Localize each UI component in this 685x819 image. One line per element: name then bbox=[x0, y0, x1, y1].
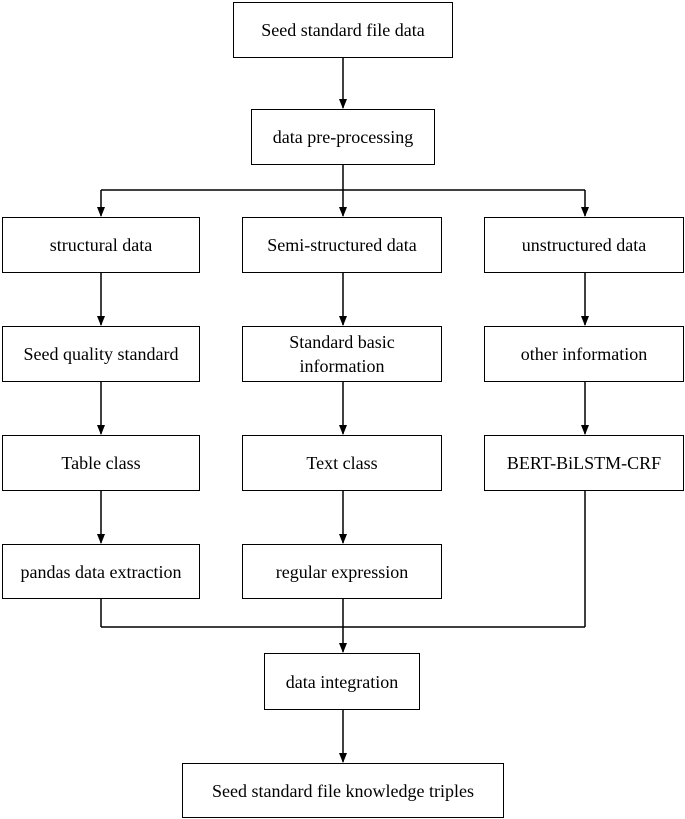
node-regular-expression: regular expression bbox=[242, 544, 442, 599]
node-standard-basic-information: Standard basic information bbox=[242, 326, 442, 382]
node-other-information: other information bbox=[484, 326, 684, 382]
node-data-pre-processing: data pre-processing bbox=[251, 109, 435, 165]
node-data-integration: data integration bbox=[264, 653, 420, 710]
node-knowledge-triples: Seed standard file knowledge triples bbox=[182, 763, 504, 818]
node-unstructured-data: unstructured data bbox=[484, 217, 684, 273]
node-pandas-data-extraction: pandas data extraction bbox=[2, 544, 200, 599]
node-table-class: Table class bbox=[2, 435, 200, 491]
node-structural-data: structural data bbox=[2, 217, 200, 273]
node-text-class: Text class bbox=[242, 435, 442, 491]
node-semi-structured-data: Semi-structured data bbox=[242, 217, 442, 273]
node-bert-bilstm-crf: BERT-BiLSTM-CRF bbox=[484, 435, 684, 491]
node-seed-quality-standard: Seed quality standard bbox=[2, 326, 200, 382]
node-seed-standard-file-data: Seed standard file data bbox=[233, 2, 453, 58]
